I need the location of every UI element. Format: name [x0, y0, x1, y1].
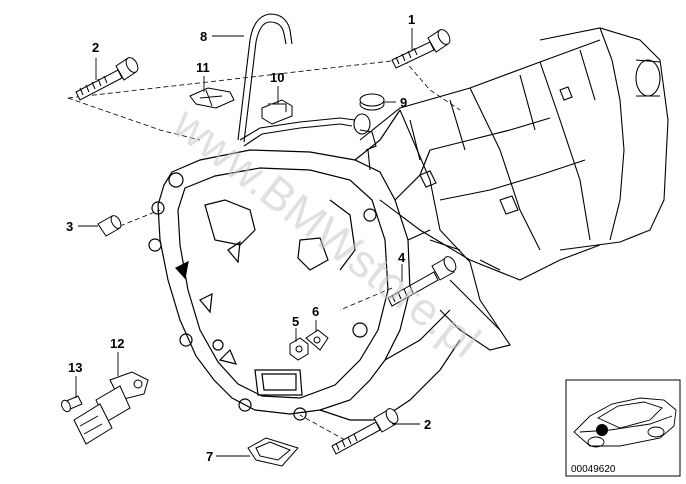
reference-code: 00049620 — [571, 464, 616, 475]
callout-10: 10 — [270, 70, 284, 85]
bolt-2-top — [75, 57, 139, 101]
washer-6 — [305, 329, 329, 351]
callout-numbers: 1 2 3 4 5 6 7 8 9 10 11 12 13 2 — [66, 12, 431, 464]
cover-plate-7 — [247, 437, 299, 467]
callout-1: 1 — [408, 12, 415, 27]
callout-2-bottom: 2 — [424, 417, 431, 432]
bolt-4 — [387, 256, 457, 307]
bolt-2-bottom — [331, 408, 399, 455]
speed-sensor-12 — [73, 371, 149, 445]
callout-4: 4 — [398, 250, 406, 265]
callout-leaders — [75, 28, 420, 457]
callout-9: 9 — [400, 95, 407, 110]
vent-hose-8 — [237, 13, 377, 171]
callout-6: 6 — [312, 304, 319, 319]
bell-housing — [148, 109, 461, 421]
callout-7: 7 — [206, 449, 213, 464]
leader-lines — [67, 59, 461, 441]
callout-8: 8 — [200, 29, 207, 44]
location-marker — [596, 424, 608, 436]
nut-5 — [289, 337, 309, 361]
car-silhouette — [573, 397, 677, 448]
transmission-housing — [359, 27, 669, 351]
callout-12: 12 — [110, 336, 124, 351]
callout-13: 13 — [68, 360, 82, 375]
dowel-sleeve-3 — [97, 215, 122, 237]
callout-2-top: 2 — [92, 40, 99, 55]
callout-5: 5 — [292, 314, 299, 329]
bolt-1 — [391, 29, 451, 69]
holder-10 — [261, 99, 293, 125]
callout-11: 11 — [196, 60, 210, 75]
clamp-ring-9 — [359, 93, 385, 111]
callout-3: 3 — [66, 219, 73, 234]
clip-11 — [189, 87, 235, 109]
vehicle-location-inset: 00049620 — [565, 379, 681, 477]
screw-13 — [61, 395, 83, 413]
